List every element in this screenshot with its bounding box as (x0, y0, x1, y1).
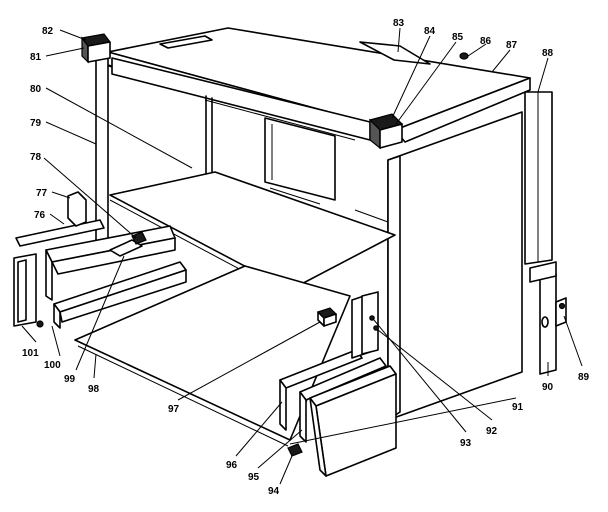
leader-88 (537, 57, 549, 93)
screw-86 (459, 52, 469, 60)
leader-83 (397, 27, 401, 53)
leader-99 (75, 255, 125, 371)
callout-99: 99 (64, 374, 76, 385)
left-rails (13, 191, 187, 329)
leader-80 (45, 87, 193, 169)
leader-78 (43, 157, 137, 239)
callout-95: 95 (248, 472, 260, 483)
leader-95 (257, 429, 303, 469)
rear-bar-left (159, 35, 213, 49)
side-clip (555, 297, 567, 327)
callout-labels: 82 81 83 84 85 86 87 88 80 79 78 77 76 1… (22, 18, 590, 497)
front-plate-edge (309, 397, 327, 477)
leader-101 (21, 325, 37, 343)
left-rail-lower-lip (59, 269, 187, 323)
small-piece-94 (287, 443, 303, 457)
callout-98: 98 (88, 384, 100, 395)
leader-89 (563, 315, 583, 367)
block-97-front (323, 313, 337, 327)
bracket-top (529, 261, 557, 283)
callout-93: 93 (460, 438, 472, 449)
leader-79 (45, 121, 97, 145)
leader-94 (279, 455, 293, 485)
callout-83: 83 (393, 18, 405, 29)
callout-81: 81 (30, 52, 42, 63)
callout-91: 91 (512, 402, 524, 413)
callout-87: 87 (506, 40, 518, 51)
right-corner-block-front (379, 123, 403, 149)
rear-window (264, 117, 336, 201)
callout-94: 94 (268, 486, 280, 497)
leader-100 (51, 325, 61, 357)
bracket-screw (36, 320, 44, 328)
callout-92: 92 (486, 426, 498, 437)
bracket-hole (541, 316, 549, 328)
callout-90: 90 (542, 382, 554, 393)
left-rail-upper-end (45, 249, 53, 301)
callout-78: 78 (30, 152, 42, 163)
corner-blocks (80, 33, 469, 150)
shelf-panel (109, 171, 396, 291)
callout-80: 80 (30, 84, 42, 95)
leader-92 (377, 329, 493, 421)
callout-82: 82 (42, 26, 54, 37)
callout-76: 76 (34, 210, 46, 221)
left-bracket-inner (17, 259, 27, 323)
right-rail-95-end (299, 391, 307, 443)
callout-77: 77 (36, 188, 48, 199)
left-corner-block-front (87, 41, 111, 63)
leader-91 (289, 397, 517, 445)
clip-78 (131, 231, 147, 245)
leader-86 (467, 43, 487, 57)
leader-77 (51, 191, 71, 199)
callout-85: 85 (452, 32, 464, 43)
strip-line (204, 99, 356, 141)
leader-96 (235, 401, 283, 457)
clip-screw (558, 302, 566, 310)
rear-bar-right (359, 41, 431, 65)
callout-88: 88 (542, 48, 554, 59)
right-side-edge (387, 155, 401, 421)
leader-85 (395, 41, 457, 125)
leader-82 (59, 29, 87, 41)
leader-98 (93, 353, 97, 379)
bracket-screw-93 (369, 315, 375, 321)
bottom-panel-edge (77, 345, 289, 447)
right-side-panel (387, 111, 523, 421)
callout-86: 86 (480, 36, 492, 47)
clip-99 (109, 239, 143, 257)
callout-97: 97 (168, 404, 180, 415)
leader-87 (491, 49, 511, 73)
right-rail-96-end (279, 379, 287, 431)
callout-100: 100 (44, 360, 61, 371)
shelf-rear-mark-2 (354, 209, 389, 223)
left-strip-76 (15, 219, 105, 247)
leader-97 (177, 321, 321, 401)
bracket-screw-92 (373, 325, 379, 331)
upright-bracket-93 (361, 291, 379, 355)
right-rails (279, 291, 397, 477)
leader-81 (45, 47, 85, 57)
callout-89: 89 (578, 372, 590, 383)
bracket-77 (67, 191, 87, 227)
leader-84 (391, 35, 431, 119)
callout-84: 84 (424, 26, 436, 37)
left-rail-lower-end (53, 303, 61, 329)
callout-79: 79 (30, 118, 42, 129)
callout-101: 101 (22, 348, 39, 359)
leader-lines (21, 27, 583, 485)
leader-76 (49, 213, 65, 225)
callout-96: 96 (226, 460, 238, 471)
cabinet-frame (95, 27, 567, 421)
shelf-rear-mark (269, 187, 321, 205)
